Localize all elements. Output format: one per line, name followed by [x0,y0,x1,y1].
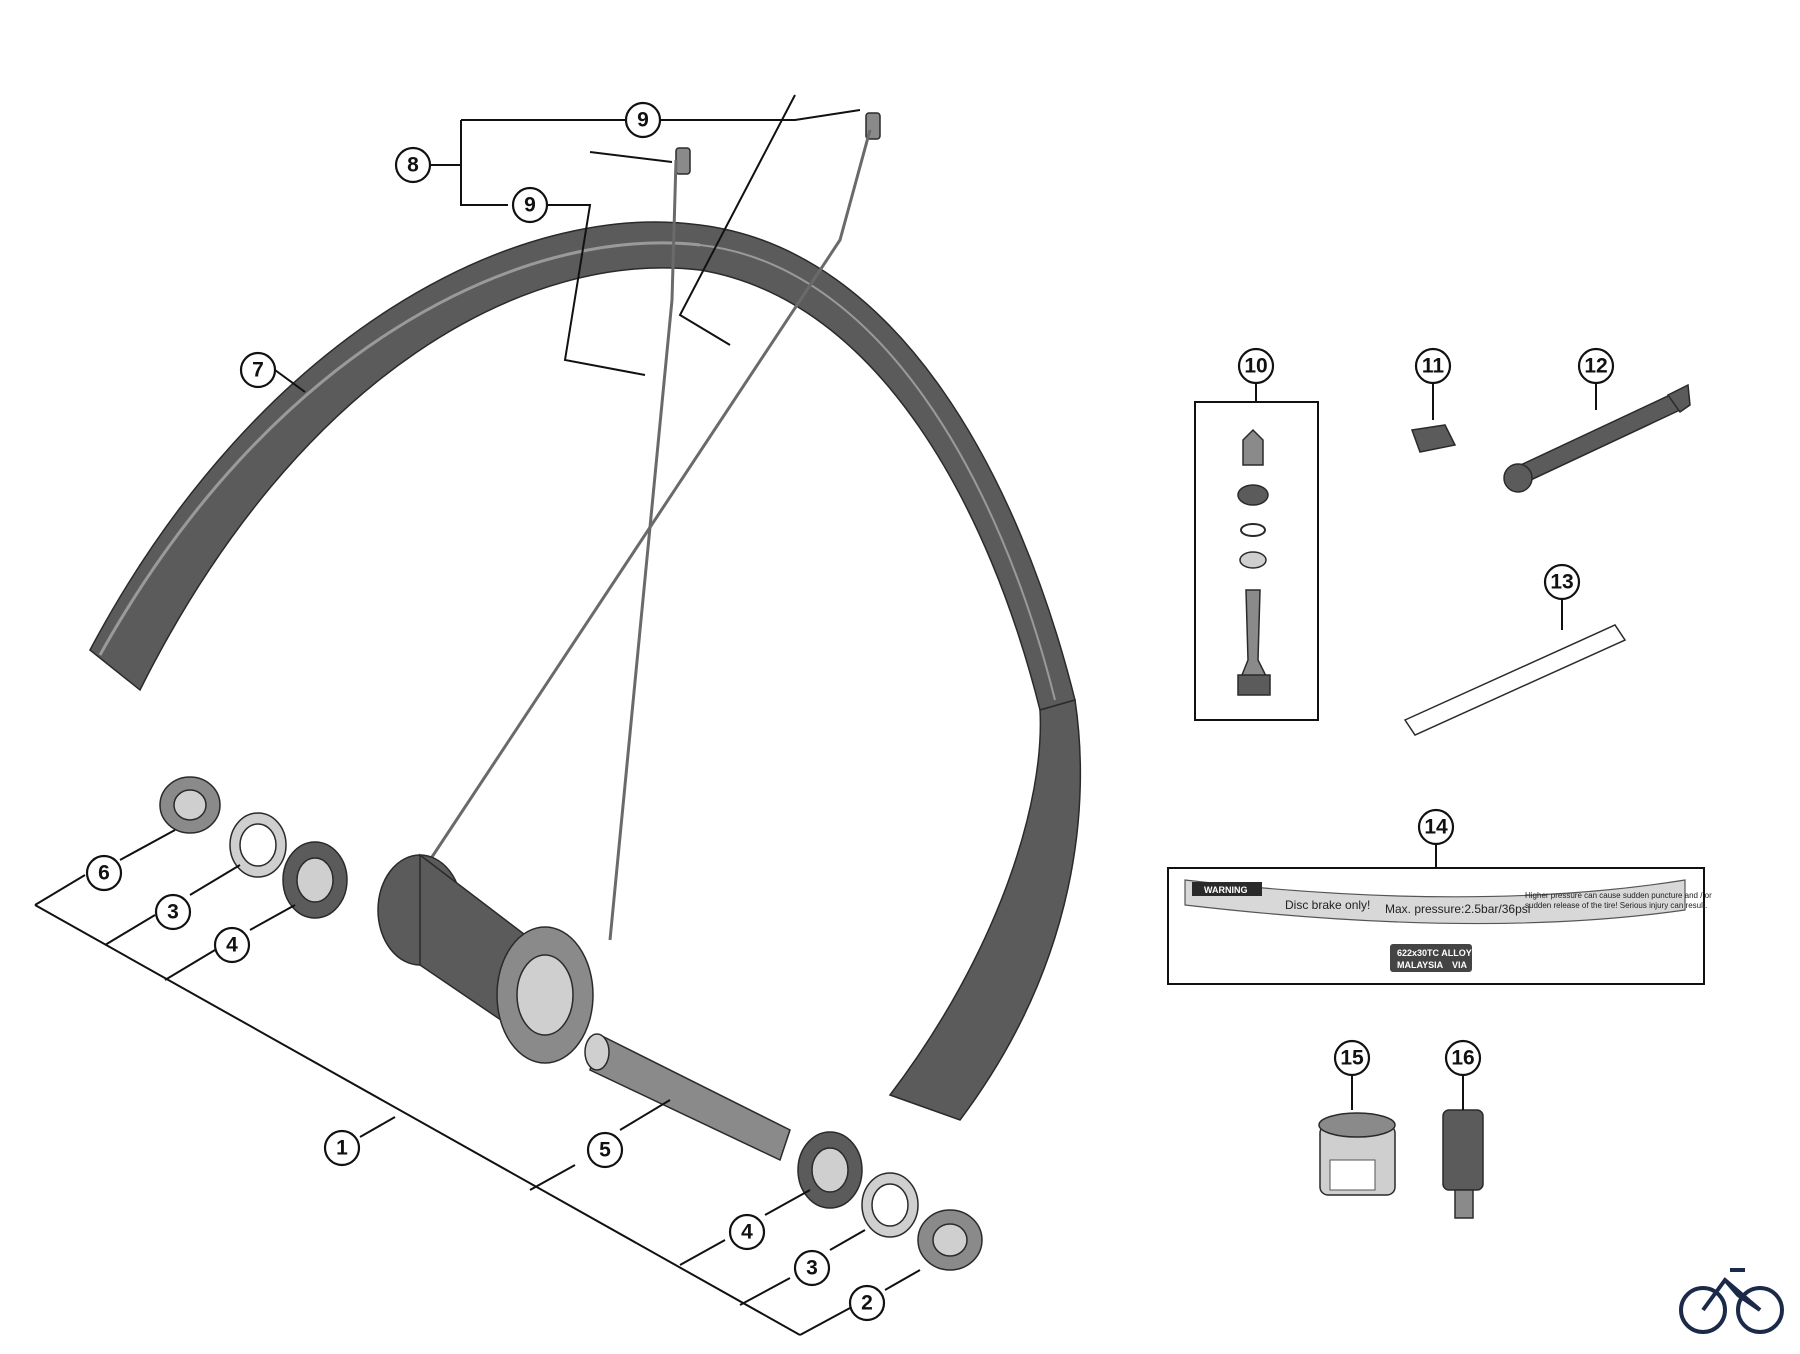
callout-15: 15 [1333,1039,1371,1077]
svg-text:2: 2 [861,1292,873,1315]
axle [584,1033,791,1162]
disc-brake-label: Disc brake only! [1285,898,1370,912]
svg-text:15: 15 [1340,1047,1364,1070]
svg-text:5: 5 [599,1139,611,1162]
callout-3-right: 3 [793,1249,831,1287]
svg-text:10: 10 [1244,355,1267,378]
fine-print-2: sudden release of the tire! Serious inju… [1525,901,1707,910]
right-bearing [797,1131,863,1209]
callout-9-top: 9 [624,101,662,139]
left-spacer [229,812,287,878]
grease-tub [1318,1112,1396,1196]
spoke-nipple-left [675,147,691,175]
svg-text:16: 16 [1451,1047,1474,1070]
spoke-left [608,159,678,941]
made-line: MALAYSIA [1397,960,1444,970]
svg-text:9: 9 [637,109,649,132]
svg-text:13: 13 [1550,571,1573,594]
callout-13: 13 [1543,563,1581,601]
callout-10: 10 [1237,347,1275,385]
spoke-right [428,129,872,861]
callout-4-right: 4 [728,1213,766,1251]
callout-16: 16 [1444,1039,1482,1077]
callout-7: 7 [239,351,277,389]
svg-text:1: 1 [336,1137,348,1160]
leader-lines [34,94,1597,1336]
callout-3-left: 3 [154,893,192,931]
svg-text:3: 3 [806,1257,818,1280]
valve-washer [1240,523,1266,537]
left-end-cap [159,776,221,834]
callout-4-left: 4 [213,926,251,964]
callout-14: 14 [1417,808,1455,846]
svg-text:3: 3 [167,901,179,924]
spoke-key [1410,424,1457,453]
valve-nut [1237,484,1269,506]
callout-6: 6 [85,854,123,892]
valve-cap [1242,428,1264,466]
svg-text:7: 7 [252,359,264,382]
callout-9-lower: 9 [511,186,549,224]
wrench [1503,383,1691,493]
callout-12: 12 [1577,347,1615,385]
svg-text:14: 14 [1424,816,1448,839]
fine-print-1: Higher pressure can cause sudden punctur… [1525,891,1712,900]
svg-text:4: 4 [226,934,238,957]
callout-1: 1 [323,1129,361,1167]
svg-text:6: 6 [98,862,110,885]
bicycle-icon [1679,1268,1784,1334]
valve-kit [1194,401,1319,721]
via-mark: VIA [1452,960,1468,970]
svg-text:11: 11 [1422,355,1445,378]
rim-tape [1403,624,1627,736]
rim [89,221,1082,1121]
warning-label: WARNING [1204,885,1248,895]
svg-text:8: 8 [407,154,419,177]
pressure-label: Max. pressure:2.5bar/36psi [1385,902,1530,916]
callout-5: 5 [586,1131,624,1169]
freehub-tool [1442,1109,1484,1219]
svg-text:4: 4 [741,1221,753,1244]
callout-11: 11 [1414,347,1452,385]
callout-8: 8 [394,146,432,184]
spokes [428,112,881,941]
right-end-cap [917,1209,983,1271]
right-spacer [861,1172,919,1238]
valve-oring [1239,551,1267,569]
hub-body [377,853,594,1064]
svg-text:12: 12 [1584,355,1607,378]
svg-text:9: 9 [524,194,536,217]
rim-decal-panel: WARNING Disc brake only! Max. pressure:2… [1167,867,1712,985]
size-line: 622x30TC ALLOY [1397,948,1472,958]
callout-2: 2 [848,1284,886,1322]
left-bearing [282,841,348,919]
